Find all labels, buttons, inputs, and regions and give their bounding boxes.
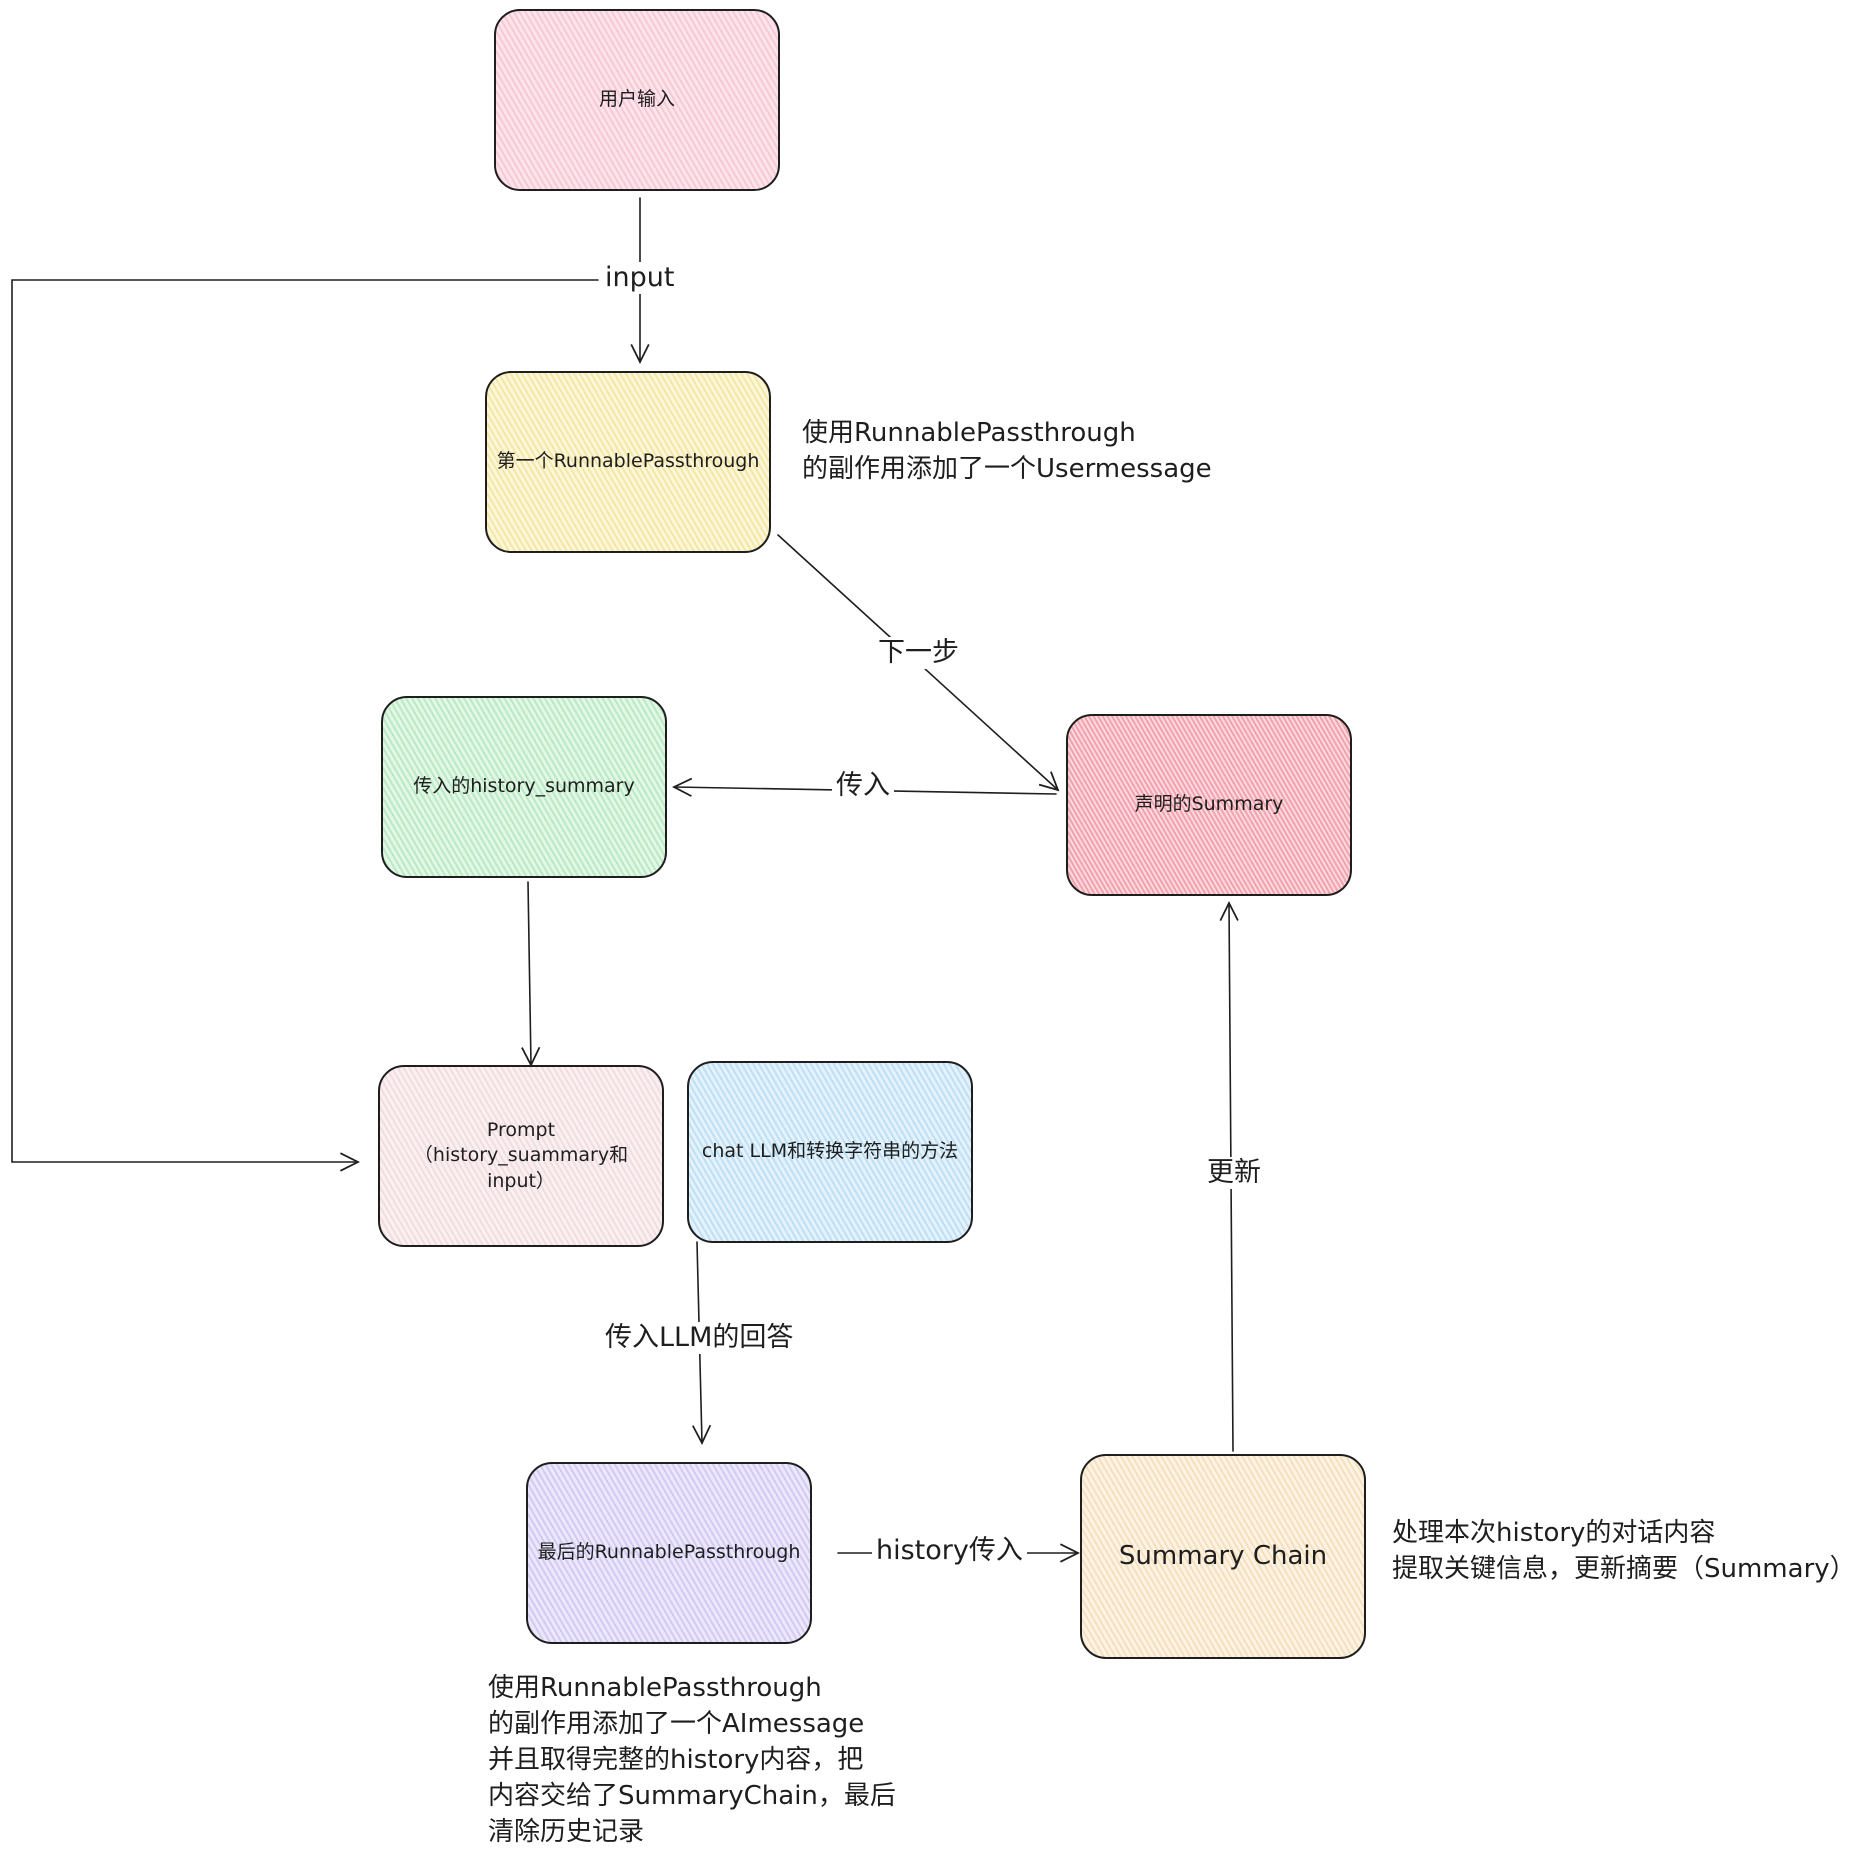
node-prompt-title: Prompt [386,1118,656,1144]
note-first-passthrough: 使用RunnablePassthrough 的副作用添加了一个Usermessa… [802,416,1212,488]
note-line: 并且取得完整的history内容，把 [488,1743,896,1779]
note-line: 的副作用添加了一个Usermessage [802,452,1212,488]
node-chat-llm: chat LLM和转换字符串的方法 [687,1061,973,1243]
note-line: 的副作用添加了一个AImessage [488,1707,896,1743]
note-line: 使用RunnablePassthrough [488,1671,896,1707]
edge-label-history-pass-in: history传入 [872,1535,1027,1567]
node-prompt: Prompt （history_suammary和input） [378,1065,664,1247]
node-history-summary-label: 传入的history_summary [407,774,641,800]
edge-history-to-prompt [528,882,531,1065]
node-prompt-subtitle: （history_suammary和input） [386,1143,656,1194]
node-history-summary: 传入的history_summary [381,696,667,878]
note-line: 处理本次history的对话内容 [1392,1516,1856,1552]
note-line: 内容交给了SummaryChain，最后 [488,1779,896,1815]
node-user-input: 用户输入 [494,9,780,191]
node-first-passthrough-label: 第一个RunnablePassthrough [491,449,766,475]
note-line: 清除历史记录 [488,1815,896,1850]
node-declared-summary-label: 声明的Summary [1129,792,1290,818]
node-last-passthrough-label: 最后的RunnablePassthrough [532,1540,807,1566]
node-declared-summary: 声明的Summary [1066,714,1352,896]
node-user-input-label: 用户输入 [593,87,681,113]
edge-label-input: input [601,262,678,294]
note-summary-chain: 处理本次history的对话内容 提取关键信息，更新摘要（Summary） [1392,1516,1856,1588]
edge-label-next-step: 下一步 [874,637,963,669]
node-first-passthrough: 第一个RunnablePassthrough [485,371,771,553]
node-last-passthrough: 最后的RunnablePassthrough [526,1462,812,1644]
node-summary-chain: Summary Chain [1080,1454,1366,1659]
note-last-passthrough: 使用RunnablePassthrough 的副作用添加了一个AImessage… [488,1671,896,1850]
edge-label-update: 更新 [1203,1157,1265,1189]
edge-label-pass-in: 传入 [832,770,894,802]
node-chat-llm-label: chat LLM和转换字符串的方法 [696,1139,964,1165]
note-line: 使用RunnablePassthrough [802,416,1212,452]
note-line: 提取关键信息，更新摘要（Summary） [1392,1552,1856,1588]
node-summary-chain-label: Summary Chain [1113,1539,1333,1574]
edge-label-llm-answer: 传入LLM的回答 [601,1322,797,1354]
